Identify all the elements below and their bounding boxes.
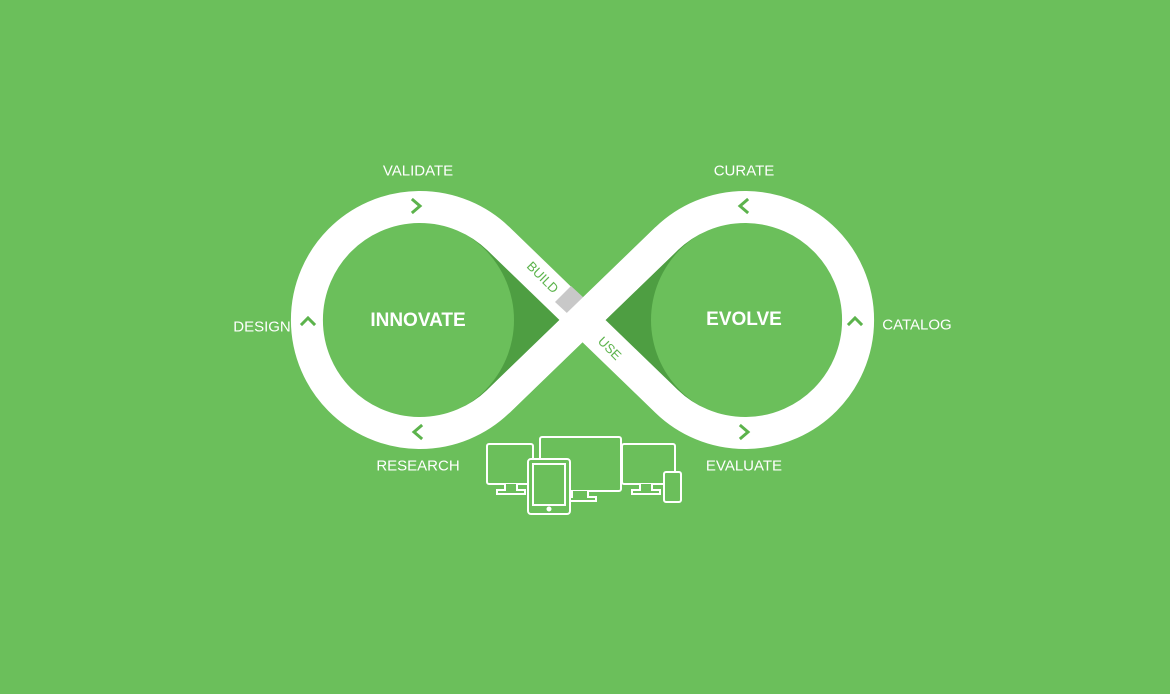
validate-label: VALIDATE bbox=[382, 162, 454, 180]
innovate-disc bbox=[314, 220, 514, 420]
chevron-right-icon bbox=[738, 423, 751, 441]
chevron-right-icon bbox=[410, 197, 423, 215]
catalog-label: CATALOG bbox=[882, 316, 952, 334]
chevron-up-icon bbox=[299, 315, 317, 327]
build-connector bbox=[555, 286, 584, 314]
evolve-disc bbox=[651, 220, 851, 420]
curate-label: CURATE bbox=[713, 162, 775, 180]
evolve-label: EVOLVE bbox=[706, 309, 782, 330]
design-label: DESIGN bbox=[233, 318, 291, 336]
research-label: RESEARCH bbox=[376, 457, 460, 475]
devices-icon bbox=[486, 436, 682, 515]
chevron-left-icon bbox=[411, 423, 424, 441]
chevron-left-icon bbox=[737, 197, 750, 215]
evaluate-label: EVALUATE bbox=[705, 457, 783, 475]
crossing-band bbox=[487, 227, 678, 413]
innovate-label: INNOVATE bbox=[370, 310, 466, 331]
chevron-up-icon bbox=[846, 315, 864, 327]
